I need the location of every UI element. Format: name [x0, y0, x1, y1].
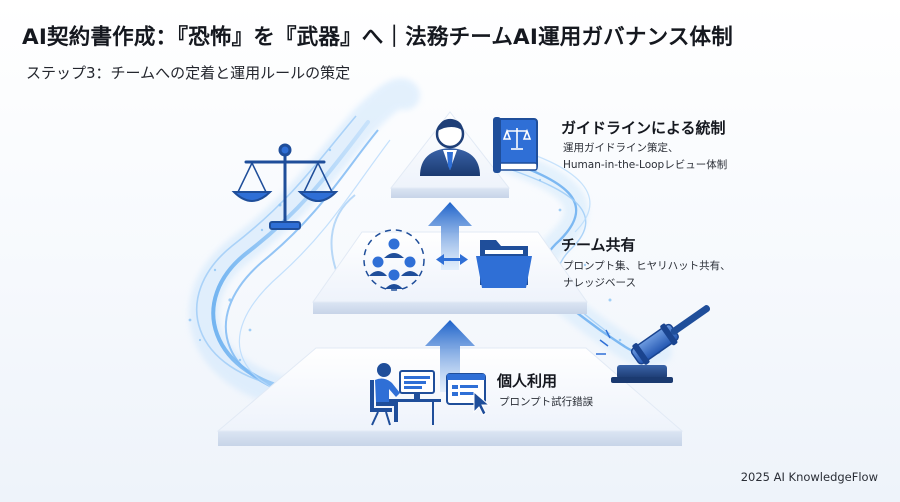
arrow-up-icon [428, 202, 472, 270]
level-team-desc-line-1: プロンプト集、ヒヤリハット共有、 [563, 260, 731, 272]
footer-credit: 2025 AI KnowledgeFlow [740, 470, 878, 484]
team-meeting-icon [363, 229, 425, 291]
gavel-icon [596, 305, 711, 383]
exchange-arrow-icon [436, 254, 468, 265]
arrow-up-icon [425, 320, 475, 392]
manager-avatar-icon [420, 118, 480, 176]
level-governance-desc-line-2: Human-in-the-Loopレビュー体制 [563, 159, 728, 171]
level-governance-desc-line-1: 運用ガイドライン策定、 [563, 142, 679, 154]
level-team-desc-line-2: ナレッジベース [563, 277, 636, 289]
prompt-window-icon [446, 373, 491, 416]
desk-worker-icon [370, 363, 441, 426]
page-title: AI契約書作成：『恐怖』を『武器』へ｜法務チームAI運用ガバナンス体制 [22, 25, 733, 50]
level-team-title: チーム共有 [561, 236, 636, 254]
shared-folder-icon [476, 240, 532, 288]
guideline-book-icon [493, 117, 538, 173]
level-individual-desc-line-1: プロンプト試行錯誤 [499, 396, 594, 408]
page-subtitle: ステップ3：チームへの定着と運用ルールの策定 [26, 64, 351, 82]
balance-scale-icon [231, 143, 339, 230]
level-individual-title: 個人利用 [497, 372, 558, 390]
level-governance-title: ガイドラインによる統制 [561, 119, 726, 137]
